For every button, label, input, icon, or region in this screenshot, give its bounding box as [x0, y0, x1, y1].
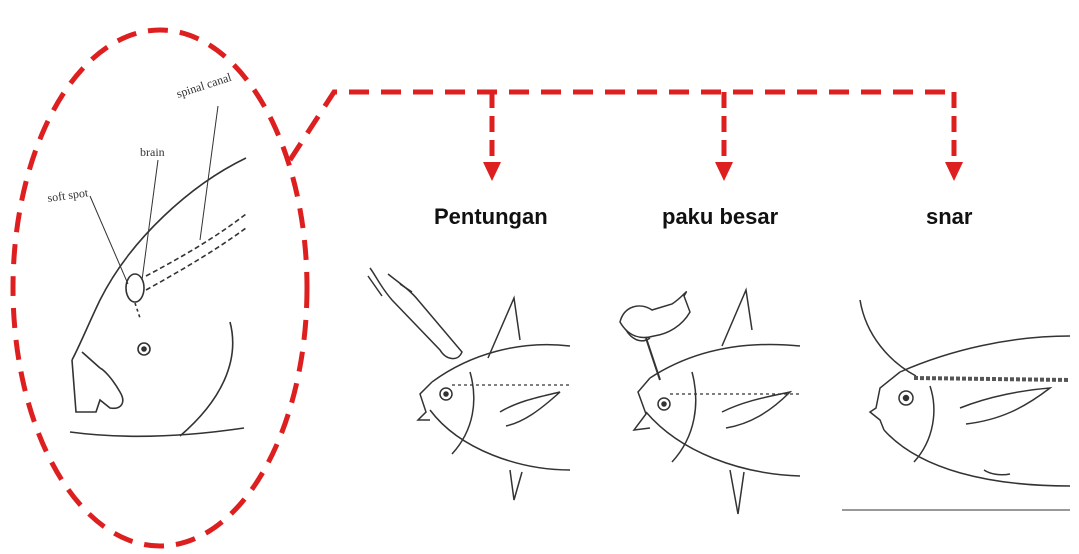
annotation-spinal-canal: spinal canal — [175, 70, 234, 101]
snar-illustration — [842, 299, 1071, 511]
head-dorsal-outline — [71, 157, 247, 361]
leader-brain — [141, 159, 159, 281]
arrow-to-snar — [945, 92, 963, 181]
eye-icon — [439, 387, 453, 401]
eye-icon — [898, 390, 914, 406]
eye-icon — [137, 342, 151, 356]
pentungan-illustration — [367, 267, 571, 501]
annotation-brain: brain — [140, 145, 165, 159]
arrow-to-pentungan — [483, 92, 501, 181]
eye-icon — [657, 397, 671, 411]
leader-spinal-canal — [199, 105, 219, 241]
highlight-ellipse — [10, 27, 310, 549]
highlight-group — [10, 27, 963, 549]
method-label-snar: snar — [926, 204, 973, 229]
method-label-pentungan: Pentungan — [434, 204, 548, 229]
leader-soft-spot — [89, 195, 129, 285]
club-icon — [369, 267, 463, 360]
method-label-paku-besar: paku besar — [662, 204, 779, 229]
gill-cover-outline — [179, 321, 234, 437]
arrow-to-paku-besar — [715, 92, 733, 181]
spinal-canal — [145, 213, 247, 277]
head-mouth-outline — [71, 359, 124, 413]
hand-icon — [619, 291, 691, 339]
fish-head-anatomy — [69, 105, 247, 438]
soft-spot-marker — [125, 273, 145, 303]
connector-line — [287, 89, 954, 162]
wire-icon — [859, 299, 917, 377]
annotation-soft-spot: soft spot — [46, 185, 89, 205]
paku-besar-illustration — [619, 287, 801, 515]
